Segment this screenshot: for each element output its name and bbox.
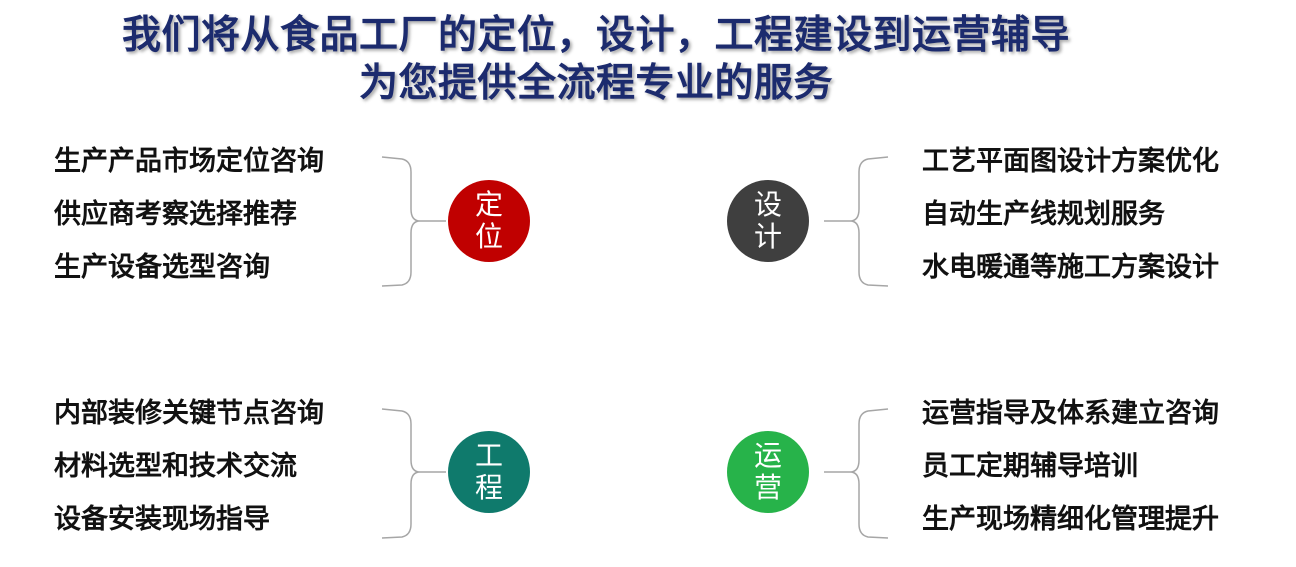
operation-item: 员工定期辅导培训 (922, 451, 1138, 482)
design-circle: 设 计 (727, 180, 809, 262)
positioning-item: 生产产品市场定位咨询 (54, 146, 324, 177)
engineering-char-2: 程 (474, 471, 503, 504)
design-item: 水电暖通等施工方案设计 (922, 252, 1219, 283)
positioning-item: 生产设备选型咨询 (54, 252, 270, 283)
engineering-item: 设备安装现场指导 (54, 504, 270, 535)
design-item: 自动生产线规划服务 (922, 199, 1165, 230)
bracket-operation (824, 408, 889, 539)
headline-line-2: 为您提供全流程专业的服务 (358, 61, 833, 106)
positioning-item: 供应商考察选择推荐 (54, 199, 297, 230)
positioning-circle: 定 位 (448, 180, 530, 262)
positioning-char-2: 位 (474, 220, 503, 253)
engineering-item: 内部装修关键节点咨询 (54, 398, 324, 429)
bracket-design (824, 156, 889, 287)
engineering-char-1: 工 (474, 439, 503, 472)
operation-item: 生产现场精细化管理提升 (922, 504, 1219, 535)
bracket-positioning (381, 156, 446, 287)
headline-line-1: 我们将从食品工厂的定位，设计，工程建设到运营辅导 (121, 13, 1070, 58)
engineering-item: 材料选型和技术交流 (54, 451, 297, 482)
design-char-1: 设 (753, 188, 782, 221)
engineering-circle: 工 程 (448, 431, 530, 513)
design-item: 工艺平面图设计方案优化 (922, 146, 1219, 177)
design-char-2: 计 (753, 220, 782, 253)
operation-char-2: 营 (753, 471, 782, 504)
operation-item: 运营指导及体系建立咨询 (922, 398, 1219, 429)
operation-char-1: 运 (753, 439, 782, 472)
bracket-engineering (381, 408, 446, 539)
operation-circle: 运 营 (727, 431, 809, 513)
positioning-char-1: 定 (474, 188, 503, 221)
